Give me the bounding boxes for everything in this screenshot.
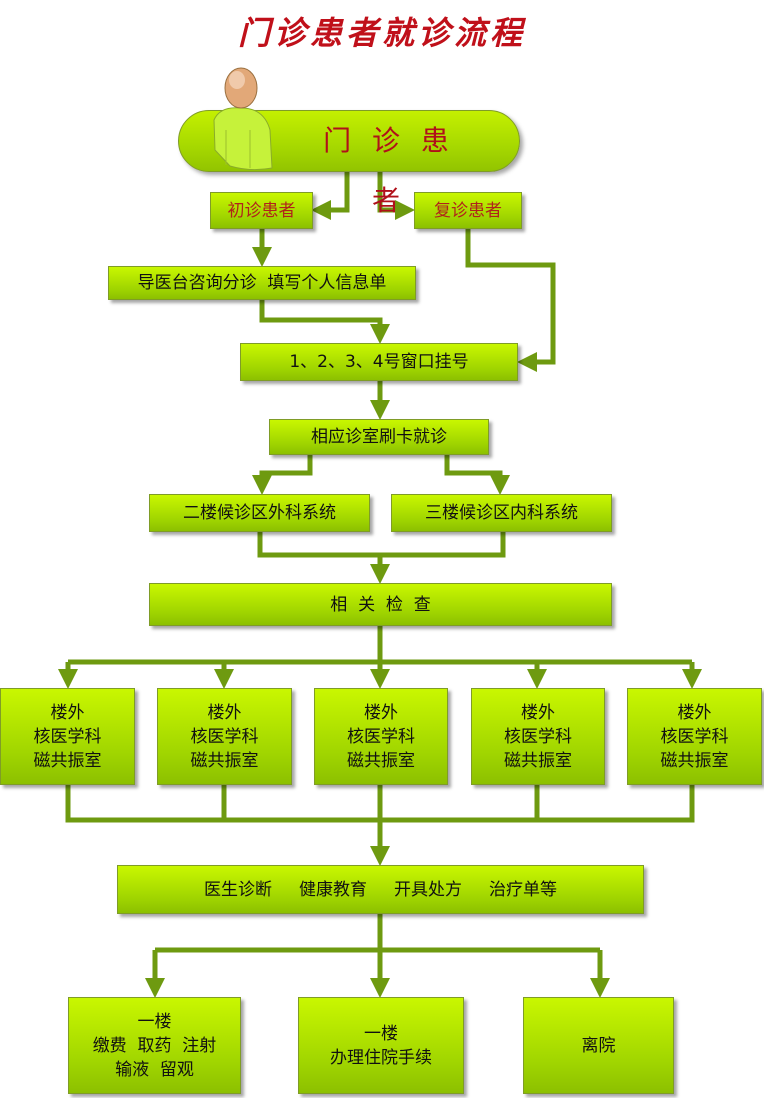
arrow-return-to-registration [465,229,556,372]
arrow-guide-to-registration [259,300,390,344]
surgery-area-box: 二楼候诊区外科系统 [149,494,370,532]
exams-box: 相 关 检 查 [149,583,612,626]
internal-area-box: 三楼候诊区内科系统 [391,494,612,532]
merge-areas [257,532,506,558]
guide-desk-box: 导医台咨询分诊 填写个人信息单 [108,266,416,300]
arrow-to-surgery-area [252,455,313,495]
start-label: 门 诊 患 者 [323,124,455,217]
exam-room-box: 楼外 核医学科 磁共振室 [314,688,448,785]
person-icon [213,67,273,171]
arrow-to-first-visit [311,172,350,220]
admission-box: 一楼 办理住院手续 [298,997,464,1094]
arrow-to-return-visit [377,172,415,220]
page-title: 门诊患者就诊流程 [237,14,526,52]
discharge-box: 离院 [523,997,674,1094]
exam-room-box: 楼外 核医学科 磁共振室 [471,688,605,785]
arrow-to-internal-area [444,455,510,495]
registration-box: 1、2、3、4号窗口挂号 [240,343,518,381]
exam-room-box: 楼外 核医学科 磁共振室 [157,688,292,785]
exam-room-box: 楼外 核医学科 磁共振室 [627,688,762,785]
first-visit-box: 初诊患者 [210,192,313,229]
card-visit-box: 相应诊室刷卡就诊 [269,419,489,455]
doctor-box: 医生诊断 健康教育 开具处方 治疗单等 [117,865,644,914]
payment-box: 一楼 缴费 取药 注射 输液 留观 [68,997,241,1094]
exam-room-box: 楼外 核医学科 磁共振室 [0,688,135,785]
return-visit-box: 复诊患者 [414,192,522,229]
